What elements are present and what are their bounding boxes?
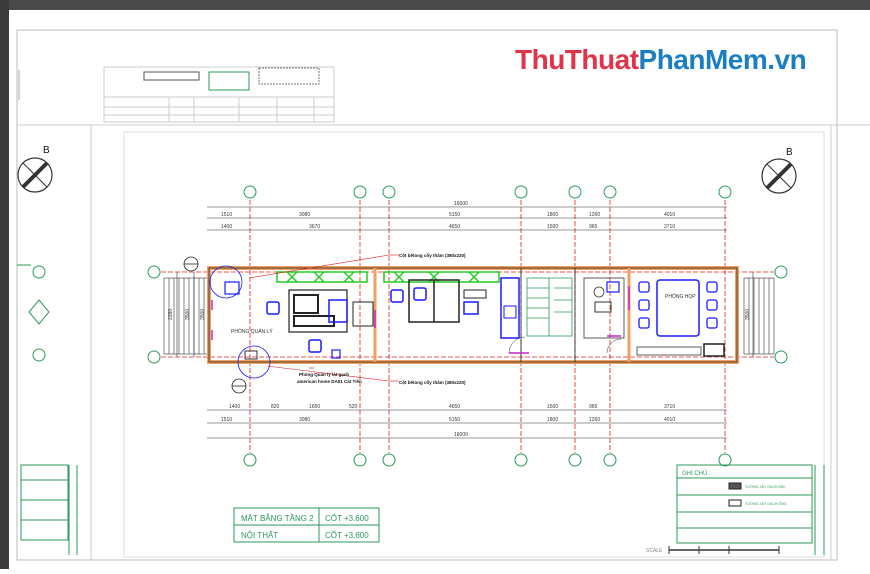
callout-column-top: Cột bêtong cốy thâm (380x220) [399,252,466,258]
svg-text:3500: 3500 [745,309,751,320]
scale-bar: SCALE [646,546,780,554]
cabinet-blue[interactable] [500,277,520,339]
title-block: MẶT BẰNG TẦNG 2 CỐT +3.600 NỘI THẤT CỐT … [233,507,380,543]
svg-text:1260: 1260 [589,212,600,218]
svg-text:2280: 2280 [168,309,174,320]
title-row2-left: NỘI THẤT [241,530,278,540]
floor-plan-drawing[interactable]: B B [9,10,870,569]
previous-sheet-fragment [18,66,335,123]
svg-text:3500: 3500 [185,309,191,320]
svg-text:3500: 3500 [200,309,206,320]
dimension-labels-top: 16000 1510 3080 5150 1800 1260 4010 1400… [221,201,675,230]
svg-text:1400: 1400 [229,404,240,410]
dimension-lines-bottom [207,409,727,439]
svg-text:1510: 1510 [221,212,232,218]
window-top-bar [0,0,870,10]
callout-floor-line1: Phòng Quản lý lát gạch [299,372,349,377]
title-row1-left: MẶT BẰNG TẦNG 2 [241,513,314,523]
staircase [526,277,573,337]
doors [211,286,630,354]
svg-text:1650: 1650 [309,404,320,410]
svg-text:16000: 16000 [454,201,468,207]
svg-text:4010: 4010 [664,417,675,423]
bathroom [583,277,625,339]
legend-item1: TƯỜNG XÂY GẠCH ĐẶC [745,484,786,489]
svg-text:5150: 5150 [449,417,460,423]
svg-text:3710: 3710 [664,404,675,410]
svg-text:4650: 4650 [449,224,460,230]
room-label-meeting: PHÒNG HỌP [665,293,696,300]
section-marker-bottom [231,345,271,394]
grid-axes-sides [147,265,788,364]
side-dimension-labels: 2280 3500 3500 3500 [168,309,751,320]
svg-text:1800: 1800 [547,212,558,218]
window-left-bar [0,0,9,569]
grid-axes-top [243,185,732,199]
site-watermark-logo: ThuThuatPhanMem.vn [515,44,807,75]
svg-text:1500: 1500 [547,404,558,410]
dimension-labels-bottom: 1400 820 1650 520 4650 1500 965 3710 151… [221,404,675,438]
compass-label-right: B [786,147,793,158]
compass-label-left: B [43,145,50,156]
svg-text:3710: 3710 [664,224,675,230]
svg-text:4010: 4010 [664,212,675,218]
middle-room-furniture[interactable] [390,279,487,323]
cad-drawing-canvas[interactable]: B B [9,10,870,569]
legend-title: GHI CHÚ : [682,470,711,477]
svg-text:3080: 3080 [299,417,310,423]
north-compass-right: B [761,147,797,194]
svg-text:1260: 1260 [589,417,600,423]
balcony-right [743,277,775,355]
section-marker-top [183,256,243,299]
svg-text:16000: 16000 [454,432,468,438]
dimension-lines-top [207,206,727,231]
legend-item2: TƯỜNG XÂY GẠCH ỐNG [745,501,787,506]
legend-box: GHI CHÚ : TƯỜNG XÂY GẠCH ĐẶC TƯỜNG XÂY G… [676,464,813,544]
grid-axes-bottom [243,453,732,467]
sheet-border [16,29,838,561]
svg-text:5150: 5150 [449,212,460,218]
office-desk-group[interactable] [224,281,374,359]
svg-text:965: 965 [589,224,598,230]
svg-text:1400: 1400 [221,224,232,230]
title-row1-right: CỐT +3.600 [325,513,369,523]
scale-label: SCALE [646,548,663,554]
svg-text:3670: 3670 [309,224,320,230]
windows-top [276,271,500,283]
title-row2-right: CỐT +3.600 [325,530,369,540]
north-compass-left: B [17,145,53,193]
room-label-manager: PHÒNG QUẢN LÝ [231,328,273,335]
meeting-room-furniture[interactable] [636,279,725,357]
svg-text:965: 965 [589,404,598,410]
svg-text:520: 520 [349,404,358,410]
callout-floor-line2: american home DA01 Cát Tiên [297,379,362,384]
svg-text:1500: 1500 [547,224,558,230]
grid-lines [161,200,774,453]
callout-column-bottom: Cột bêtong cốy thâm (380x220) [399,379,466,385]
svg-text:1800: 1800 [547,417,558,423]
balcony-left [163,277,210,355]
svg-text:4650: 4650 [449,404,460,410]
svg-text:3080: 3080 [299,212,310,218]
callout-leaders [248,254,399,382]
svg-text:820: 820 [271,404,280,410]
svg-text:1510: 1510 [221,417,232,423]
left-sheet-fragment [17,264,69,541]
